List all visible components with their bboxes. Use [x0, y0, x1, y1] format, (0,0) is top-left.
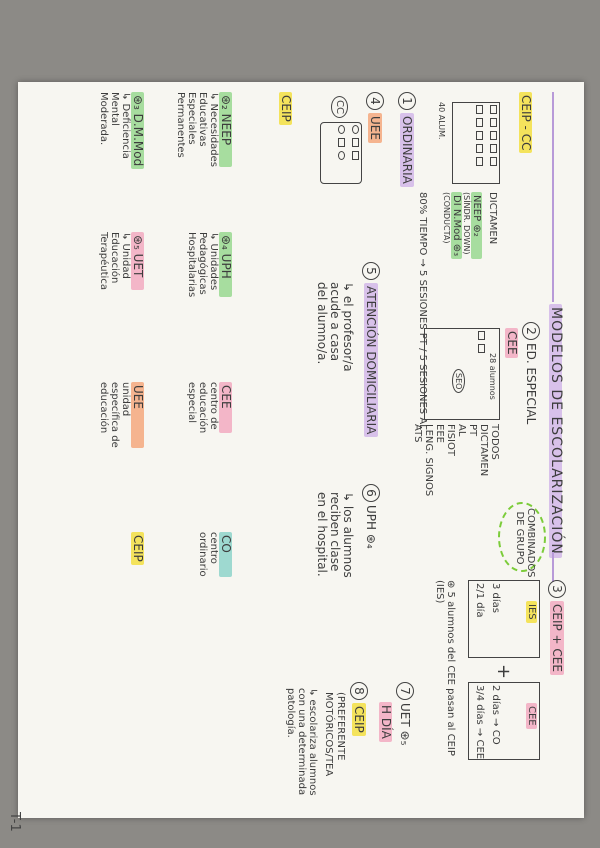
section-ed-especial: 2ED. ESPECIAL: [522, 322, 540, 424]
notebook-page: MODELOS DE ESCOLARIZACIÓN CEIP - CC DICT…: [18, 82, 584, 818]
ceip-cee-note: ⊛ 5 alumnos del CEE pasan al CEIP (IES): [434, 580, 456, 770]
glossary-uee: UEE unidad específica de educación: [98, 382, 144, 448]
ordinaria-building: [452, 102, 500, 184]
ceip-pref-sub: (PREFERENTE: [335, 692, 346, 760]
glossary-uet: ⊛₅ UET ↳ Unidad Educación Terapéutica: [98, 232, 144, 290]
uee-cc: CC: [331, 96, 348, 118]
ordinaria-tags: NEEP ⊛₂ (SÍNDR. DOWN) DI N.Mod ⊛₃ (CONDU…: [442, 192, 482, 259]
glossary-uph: ⊛₄ UPH ↳ Unidades Pedagógicas Hospitalar…: [186, 232, 232, 297]
tag-neep: NEEP ⊛₂: [471, 192, 482, 259]
ceip-cee-right-box: CEE 2 días → CO 3/4 días → CEE: [468, 682, 540, 760]
ordinaria-dictamen: DICTAMEN: [487, 192, 498, 244]
glossary-cee: CEE centro de educación especial: [186, 382, 232, 433]
uee-classroom: [320, 122, 362, 184]
section-uee: 4UEE: [366, 92, 384, 143]
glossary-dmmod: ⊛₃ D.M.Mod ↳ Deficiencia Mental Moderada…: [98, 92, 144, 169]
uee-school-tag: CEIP: [279, 92, 292, 125]
ed-especial-school: CEE: [505, 328, 518, 358]
glossary-neep: ⊛₂ NEEP ↳ Necesidades Educativas Especia…: [175, 92, 232, 167]
page-number: T-1: [7, 812, 22, 832]
glossary-ceip: CEIP: [131, 532, 144, 565]
title-rule-right: [552, 552, 554, 582]
page-title: MODELOS DE ESCOLARIZACIÓN: [549, 304, 562, 558]
rotated-notes: MODELOS DE ESCOLARIZACIÓN CEIP - CC DICT…: [18, 82, 584, 818]
uet-sub: H DÍA: [379, 702, 392, 742]
ceip-cee-left-box: IES 3 días 2/1 día: [468, 580, 540, 658]
title-rule-left: [552, 92, 554, 302]
section-ordinaria: 1ORDINARIA: [398, 92, 416, 187]
section-ceip-cee: 3CEIP + CEE: [548, 580, 566, 675]
uph-desc: ↳ los alumnos reciben clase en el hospit…: [315, 492, 354, 578]
atencion-desc: ↳ el profesor/a acude a casa del alumno/…: [315, 282, 354, 372]
section-ceip-pref: 8CEIP: [350, 682, 368, 736]
section-uet: 7UET ⊛₅: [396, 682, 414, 745]
ed-especial-building: 28 alumnos SEO: [424, 328, 500, 420]
tag-dimod: DI N.Mod ⊛₃: [451, 192, 462, 259]
ceip-pref-desc: ↳ escolariza alumnos con una determinada…: [285, 688, 318, 796]
glossary-co: CO centro ordinario: [197, 532, 232, 577]
ed-especial-list: TODOS DICTAMEN PT AL FISIOT EEE LENG. SI…: [412, 424, 500, 496]
ceip-pref-sub2: MOTÓRICOS/TEA: [323, 692, 334, 776]
combinados-label: COMBINADOS DE GRUPO: [514, 508, 536, 568]
tag-down: (SÍNDR. DOWN): [462, 192, 471, 259]
tag-conducta: (CONDUCTA): [442, 192, 451, 259]
ceip-cee-plus: +: [497, 664, 510, 679]
section-atencion: 5ATENCIÓN DOMICILIARIA: [362, 262, 380, 437]
section-uph: 6UPH ⊛₄: [362, 484, 380, 549]
ordinaria-school: CEIP - CC: [519, 92, 532, 153]
ordinaria-building-label: 40 ALUM.: [437, 102, 446, 140]
